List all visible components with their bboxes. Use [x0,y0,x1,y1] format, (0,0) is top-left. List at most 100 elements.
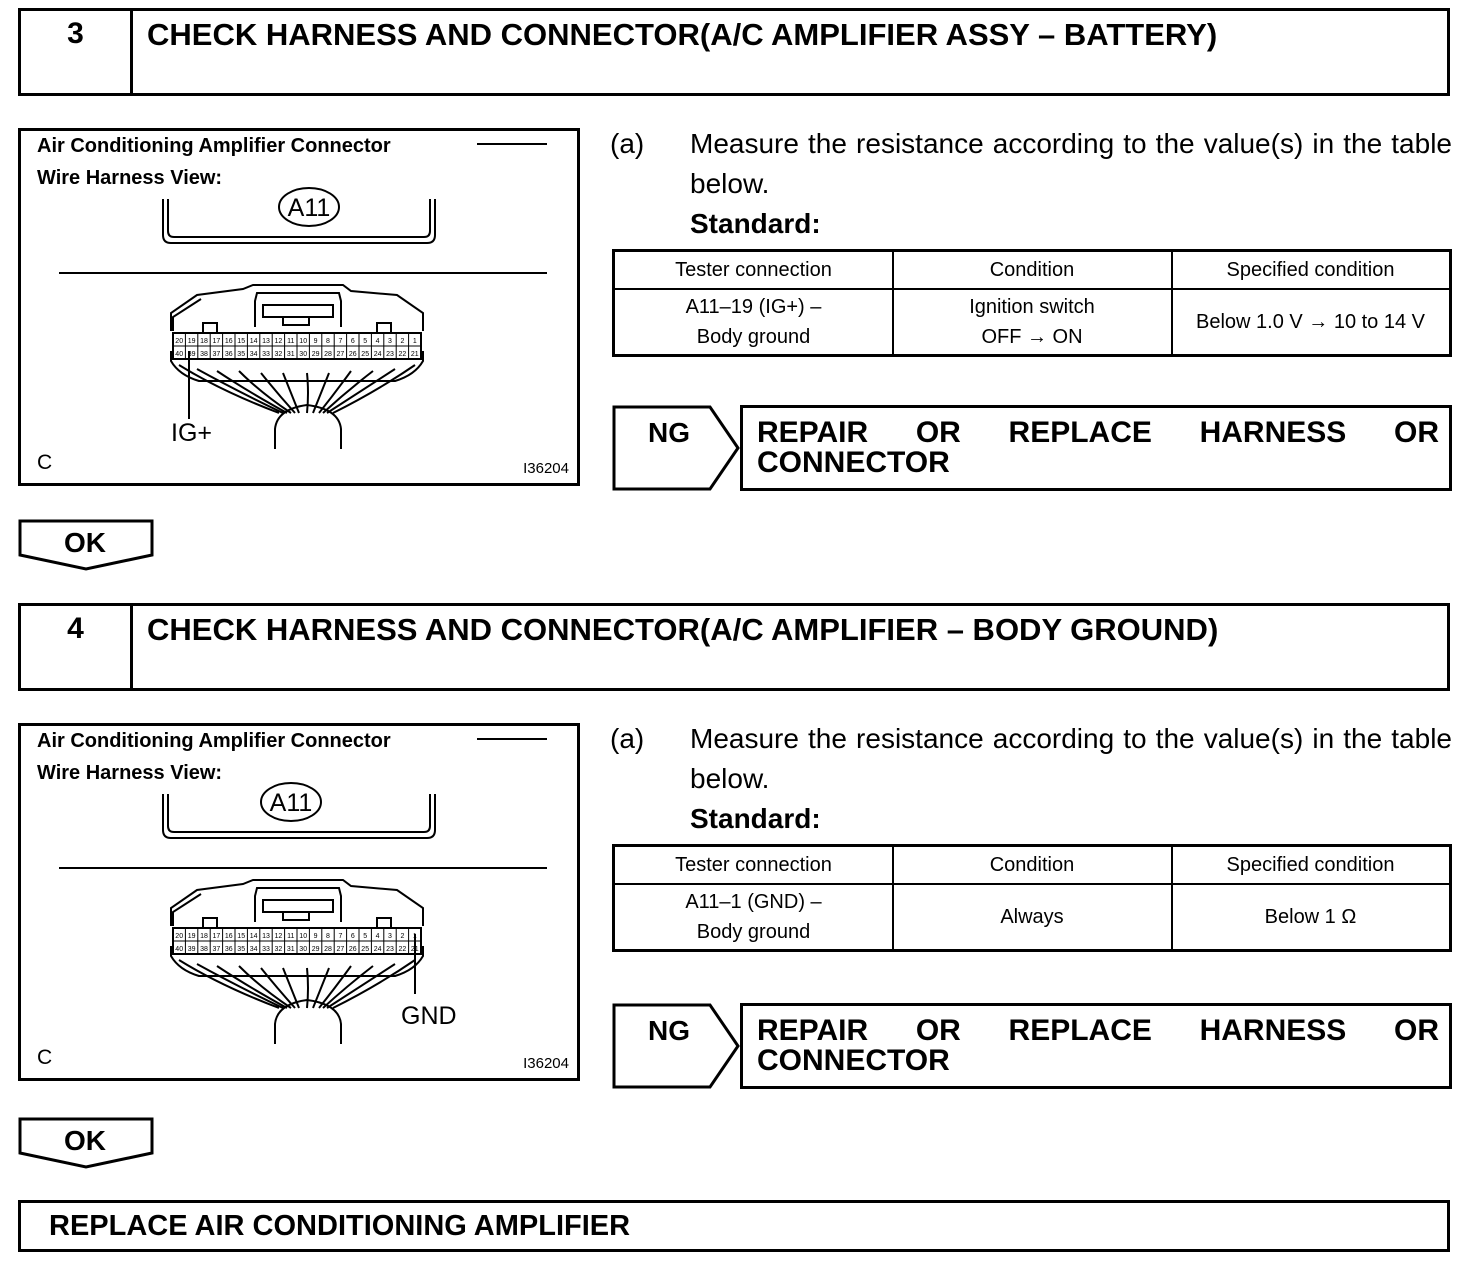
pin-number: 36 [225,351,233,358]
pin-number: 28 [324,946,332,953]
tester-line-1: A11–19 (IG+) – [685,296,822,318]
pin-number: 25 [361,351,369,358]
instruction: (a) Measure the resistance according to … [610,719,1452,839]
spec-table: Tester connection Condition Specified co… [612,249,1452,357]
pin-number: 27 [337,351,345,358]
pin-number: 35 [237,946,245,953]
table-cell-condition: Always [893,885,1171,949]
figure-subtitle: Wire Harness View: [37,167,223,189]
pin-number: 31 [287,946,295,953]
pin-number: 2 [400,338,404,345]
pin-number: 38 [200,351,208,358]
repair-word: OR [915,1014,961,1047]
pin-number: 34 [250,351,258,358]
table-row-divider [615,288,1449,290]
standard-label: Standard: [690,803,821,834]
pin-number: 14 [250,338,258,345]
pin-number: 3 [388,933,392,940]
pin-number: 6 [351,933,355,940]
figure-corner-code: C [37,451,53,474]
table-col-divider [892,847,894,949]
pin-number: 11 [287,338,294,345]
pin-label: IG+ [171,419,212,447]
table-header: Specified condition [1226,259,1395,281]
pin-number: 33 [262,351,270,358]
repair-word: OR [915,416,961,449]
repair-word: REPLACE [1008,1014,1152,1047]
pin-number: 32 [275,351,283,358]
pin-number: 37 [213,351,221,358]
pin-number: 28 [324,351,332,358]
pin-number: 5 [363,933,367,940]
pin-number: 23 [386,351,394,358]
pin-number: 8 [326,338,330,345]
table-cell-tester: A11–19 (IG+) – Body ground [615,290,892,354]
pin-number: 40 [175,946,183,953]
pin-dividers [184,928,410,954]
pin-number: 12 [275,933,283,940]
connector-diagram: A11 201918171615141312111098765432140393… [59,782,547,1044]
pin-number: 16 [225,933,233,940]
pin-number: 14 [250,933,258,940]
instruction: (a) Measure the resistance according to … [610,124,1452,244]
pin-number: 9 [314,933,318,940]
table-header: Condition [989,854,1075,876]
pin-number: 25 [361,946,369,953]
repair-action-box: REPAIR OR REPLACE HARNESS OR CONNECTOR [740,1003,1452,1089]
table-cell-specified: Below 1.0 V → 10 to 14 V [1195,311,1426,333]
pin-number: 13 [262,933,270,940]
pin-number: 19 [188,338,196,345]
pin-number: 15 [237,933,245,940]
ok-label: OK [64,1125,106,1156]
wire-bundle [178,959,416,1044]
pin-number: 3 [388,338,392,345]
condition-line-1: Always [1000,906,1064,928]
pin-number: 22 [399,351,407,358]
pin-number: 30 [299,946,307,953]
table-cell-specified: Below 1 Ω [1264,906,1357,928]
table-header: Specified condition [1226,854,1395,876]
repair-word: HARNESS [1199,1014,1347,1047]
step-title: CHECK HARNESS AND CONNECTOR(A/C AMPLIFIE… [147,612,1219,647]
table-header: Tester connection [675,854,832,876]
pin-number: 5 [363,338,367,345]
table-cell-condition: Ignition switch OFF → ON [893,290,1171,354]
step-number: 4 [21,606,133,688]
pin-number: 10 [299,338,307,345]
figure-id: I36204 [523,1055,569,1072]
pin-number: 24 [374,351,382,358]
harness-bracket [162,199,436,244]
pin-number: 39 [188,351,196,358]
repair-line-2: CONNECTOR [757,446,950,479]
table-cell-tester: A11–1 (GND) – Body ground [615,885,892,949]
step-number: 3 [21,11,133,93]
tester-line-1: A11–1 (GND) – [685,891,822,913]
ng-label: NG [648,417,690,448]
ok-label: OK [64,527,106,558]
final-action: REPLACE AIR CONDITIONING AMPLIFIER [49,1210,631,1242]
figure-subtitle: Wire Harness View: [37,762,223,784]
figure-title: Air Conditioning Amplifier Connector [37,730,391,752]
connector-pin-grid [172,332,422,360]
repair-word: OR [1394,1014,1439,1047]
instruction-marker: (a) [610,128,645,159]
ng-arrow: NG [612,1003,742,1089]
pin-number: 8 [326,933,330,940]
connector-figure: Air Conditioning Amplifier Connector Wir… [18,723,580,1081]
connector-figure: Air Conditioning Amplifier Connector Wir… [18,128,580,486]
connector-id-circle [278,187,340,227]
step-3-header: 3 CHECK HARNESS AND CONNECTOR(A/C AMPLIF… [18,8,1450,96]
repair-line-1: REPAIR OR REPLACE HARNESS OR [757,1014,1439,1048]
standard-label: Standard: [690,208,821,239]
ng-arrow: NG [612,405,742,491]
repair-word: REPAIR [757,1014,869,1047]
pin-number: 37 [213,946,221,953]
pin-number: 4 [376,933,380,940]
repair-word: REPAIR [757,416,869,449]
pin-number: 23 [386,946,394,953]
repair-line-2: CONNECTOR [757,1044,950,1077]
repair-action-box: REPAIR OR REPLACE HARNESS OR CONNECTOR [740,405,1452,491]
table-col-divider [892,252,894,354]
pin-number: 18 [200,338,208,345]
pin-number: 40 [175,351,183,358]
